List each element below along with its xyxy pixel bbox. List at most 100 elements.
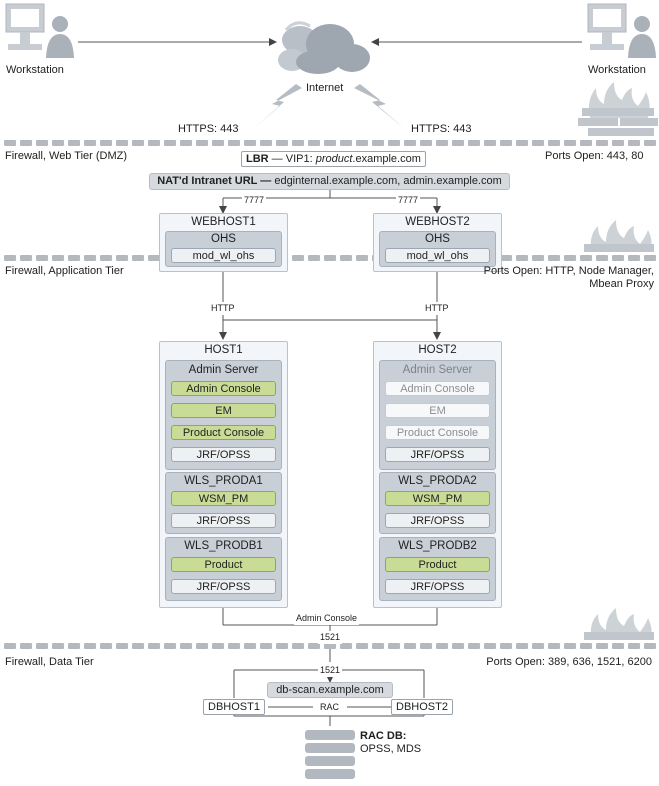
firewall-dash <box>36 255 48 261</box>
firewall-dash <box>596 140 608 146</box>
webhost1-mod-wl-ohs: mod_wl_ohs <box>171 248 276 263</box>
http-left-label: HTTP <box>209 302 237 315</box>
firewall-dash <box>100 140 112 146</box>
firewall-dash <box>356 255 368 261</box>
firewall-dash <box>292 140 304 146</box>
firewall-dash <box>532 255 544 261</box>
firewall-dash <box>564 255 576 261</box>
firewall-dash <box>228 140 240 146</box>
firewall-dash <box>500 643 512 649</box>
host1-admin-server-title: Admin Server <box>188 364 259 376</box>
firewall-dash <box>4 140 16 146</box>
firewall-dash <box>324 643 336 649</box>
firewall-dash <box>324 140 336 146</box>
firewall-dash <box>468 140 480 146</box>
dmz-ports-label: Ports Open: 443, 80 <box>545 150 644 162</box>
firewall-dash <box>580 643 592 649</box>
firewall-dash <box>356 140 368 146</box>
app-ports-line2: Mbean Proxy <box>589 278 654 290</box>
firewall-dash <box>532 643 544 649</box>
firewall-dash <box>388 643 400 649</box>
firewall-data-line <box>0 643 659 649</box>
firewall-dmz-label: Firewall, Web Tier (DMZ) <box>5 150 128 162</box>
app-ports-line1: Ports Open: HTTP, Node Manager, <box>483 265 654 277</box>
firewall-dash <box>356 643 368 649</box>
firewall-dash <box>436 643 448 649</box>
firewall-dash <box>564 643 576 649</box>
firewall-dash <box>4 255 16 261</box>
lbr-prefix: LBR <box>246 153 269 165</box>
firewall-dash <box>260 140 272 146</box>
host1-admin-jrf-opss: JRF/OPSS <box>171 447 276 462</box>
firewall-dash <box>212 140 224 146</box>
firewall-dash <box>516 140 528 146</box>
firewall-dash <box>628 643 640 649</box>
firewall-dash <box>548 643 560 649</box>
firewall-dash <box>372 140 384 146</box>
admin-console-link-label: Admin Console <box>294 612 360 625</box>
firewall-dash <box>500 140 512 146</box>
http-right-label: HTTP <box>423 302 451 315</box>
dbhost2-tag: DBHOST2 <box>391 699 453 715</box>
firewall-dash <box>612 643 624 649</box>
lbr-dash: — VIP1: <box>271 153 313 165</box>
port-1521-upper: 1521 <box>318 631 343 644</box>
rac-label: RAC <box>318 701 342 714</box>
lbr-host-suffix: .example.com <box>352 153 421 165</box>
firewall-dash <box>84 255 96 261</box>
firewall-dash <box>596 255 608 261</box>
firewall-dash <box>148 643 160 649</box>
firewall-dash <box>292 643 304 649</box>
host2-prodb-jrf-opss: JRF/OPSS <box>385 579 490 594</box>
host1-product-console: Product Console <box>171 425 276 440</box>
firewall-dash <box>100 255 112 261</box>
data-ports-label: Ports Open: 389, 636, 1521, 6200 <box>486 656 652 668</box>
host1-wls-proda-title: WLS_PRODA1 <box>184 475 263 487</box>
firewall-app-label: Firewall, Application Tier <box>5 265 124 277</box>
firewall-dash <box>308 140 320 146</box>
firewall-dash <box>628 140 640 146</box>
https-right-label: HTTPS: 443 <box>411 123 472 135</box>
racdb-title: RAC DB: <box>360 730 407 742</box>
firewall-app-line <box>0 255 659 261</box>
firewall-dash <box>564 140 576 146</box>
port-7777-left: 7777 <box>242 194 267 207</box>
firewall-dash <box>36 643 48 649</box>
firewall-dash <box>308 255 320 261</box>
firewall-dash <box>644 643 656 649</box>
firewall-dash <box>612 140 624 146</box>
host1-proda-jrf-opss: JRF/OPSS <box>171 513 276 528</box>
firewall-dash <box>84 643 96 649</box>
firewall-dash <box>100 643 112 649</box>
firewall-dash <box>132 140 144 146</box>
firewall-dash <box>196 140 208 146</box>
firewall-dash <box>52 255 64 261</box>
firewall-dash <box>148 255 160 261</box>
firewall-dash <box>580 140 592 146</box>
firewall-dash <box>52 140 64 146</box>
firewall-dash <box>4 643 16 649</box>
firewall-dash <box>644 140 656 146</box>
firewall-dash <box>340 140 352 146</box>
racdb-schemas: OPSS, MDS <box>360 743 422 755</box>
port-1521-lower: 1521 <box>318 664 343 677</box>
workstation-right-label: Workstation <box>588 64 646 76</box>
host1-admin-console: Admin Console <box>171 381 276 396</box>
host2-wls-prodb-title: WLS_PRODB2 <box>398 540 477 552</box>
host1-prodb-jrf-opss: JRF/OPSS <box>171 579 276 594</box>
firewall-dash <box>36 140 48 146</box>
firewall-dash <box>68 255 80 261</box>
host2-admin-console: Admin Console <box>385 381 490 396</box>
firewall-dash <box>212 643 224 649</box>
firewall-dash <box>180 643 192 649</box>
firewall-dash <box>468 643 480 649</box>
host1-wls-prodb-title: WLS_PRODB1 <box>184 540 263 552</box>
firewall-dash <box>388 140 400 146</box>
firewall-dash <box>484 643 496 649</box>
